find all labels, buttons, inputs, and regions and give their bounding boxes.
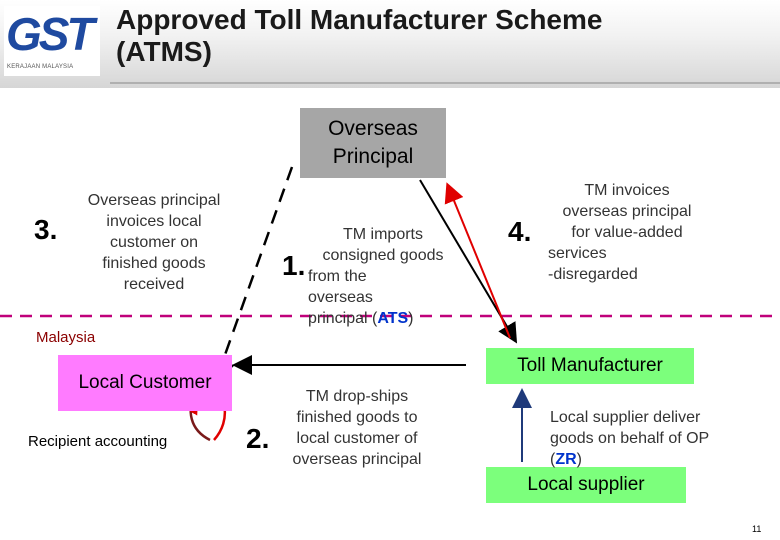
step4-line: for value-added [571,224,683,241]
step3-line: invoices local [106,213,202,230]
step1-line: TM imports [343,226,423,243]
step2-line: overseas principal [292,451,422,468]
supplier-note-suffix: ) [576,451,582,468]
logo-text: GST [6,8,95,60]
local-supplier-box: Local supplier [486,467,686,503]
supplier-note-line-last: (ZR) [550,449,760,470]
step1-line-last: principal (ATS) [300,308,466,329]
step1-last-prefix: principal ( [308,310,378,327]
step3-line: customer on [109,234,199,251]
step3-text: Overseas principal invoices local custom… [66,190,242,295]
step1-last-suffix: ) [408,310,414,327]
overseas-principal-label: Overseas Principal [328,117,418,168]
page-title: Approved Toll Manufacturer Scheme (ATMS) [116,4,756,68]
title-line-1: Approved Toll Manufacturer Scheme [116,4,603,35]
step4-number: 4. [508,216,532,247]
step1-line: from the [308,268,367,285]
step3-arrow [210,166,294,385]
logo-tagline: KERAJAAN MALAYSIA [7,64,74,70]
step2-number: 2. [246,423,270,454]
step3-number: 3. [34,214,58,245]
step2-text: TM drop-ships finished goods to local cu… [272,386,442,470]
supplier-note-line: Local supplier deliver [550,409,701,426]
step2-line: local customer of [296,430,418,447]
header-bar [0,0,780,88]
supplier-note: Local supplier deliver goods on behalf o… [550,407,760,470]
supplier-note-line: goods on behalf of OP [550,430,710,447]
step4-line: services [548,245,607,262]
step4-line: -disregarded [548,266,638,283]
step1-number: 1. [282,250,306,281]
step1-line: overseas [308,289,373,306]
step2-line: TM drop-ships [305,388,409,405]
ats-highlight: ATS [377,310,409,327]
step1-line: consigned goods [322,247,444,264]
step3-line: finished goods [102,255,206,272]
step3-line: Overseas principal [87,192,221,209]
header-divider [110,82,780,84]
overseas-principal-box: Overseas Principal [300,108,446,178]
step4-line: TM invoices [584,182,670,199]
local-customer-label: Local Customer [78,372,212,393]
local-customer-box: Local Customer [58,355,232,411]
title-line-2: (ATMS) [116,36,212,67]
malaysia-label: Malaysia [36,329,96,346]
step4-line: overseas principal [562,203,692,220]
step4-arrow [444,182,511,339]
supplier-note-prefix: ( [550,451,556,468]
step4-text: TM invoices overseas principal for value… [538,180,716,285]
zr-highlight: ZR [555,451,577,468]
step1-text: TM imports consigned goods from the over… [300,224,466,329]
recipient-accounting-label: Recipient accounting [28,433,168,450]
gst-logo [4,6,100,76]
page-number: 11 [752,524,762,534]
step3-line: received [123,276,185,293]
toll-manufacturer-box: Toll Manufacturer [486,348,694,384]
step2-line: finished goods to [296,409,418,426]
